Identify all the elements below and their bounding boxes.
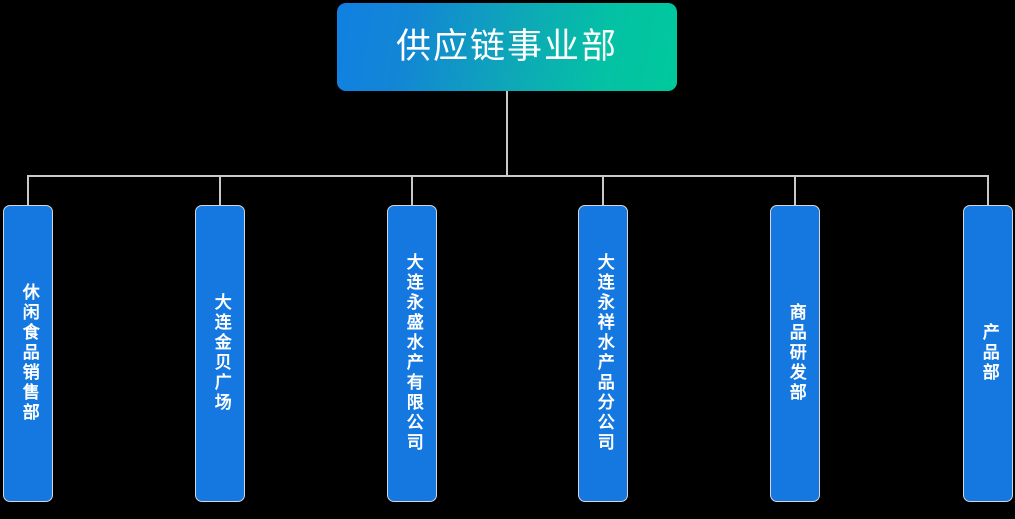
org-root-label: 供应链事业部 — [395, 26, 618, 67]
connector-drop-3 — [411, 175, 413, 206]
org-node-4[interactable]: 大连永祥水产品分公司 — [578, 205, 628, 502]
org-node-2[interactable]: 大连金贝广场 — [195, 205, 245, 502]
org-node-label-2: 大连金贝广场 — [210, 293, 231, 413]
org-node-label-6: 产品部 — [978, 323, 999, 383]
connector-drop-2 — [219, 175, 221, 206]
org-node-3[interactable]: 大连永盛水产有限公司 — [387, 205, 437, 502]
connector-drop-1 — [27, 175, 29, 206]
connector-horizontal-bus — [27, 175, 989, 177]
connector-drop-6 — [987, 175, 989, 206]
connector-drop-4 — [602, 175, 604, 206]
org-node-6[interactable]: 产品部 — [963, 205, 1013, 502]
org-node-label-4: 大连永祥水产品分公司 — [593, 253, 614, 453]
org-node-label-5: 商品研发部 — [785, 303, 806, 403]
org-node-1[interactable]: 休闲食品销售部 — [3, 205, 53, 502]
connector-drop-5 — [794, 175, 796, 206]
org-node-label-1: 休闲食品销售部 — [18, 283, 39, 423]
org-root-node[interactable]: 供应链事业部 — [337, 3, 677, 91]
connector-root-trunk — [506, 91, 508, 176]
org-node-5[interactable]: 商品研发部 — [770, 205, 820, 502]
org-node-label-3: 大连永盛水产有限公司 — [402, 253, 423, 453]
